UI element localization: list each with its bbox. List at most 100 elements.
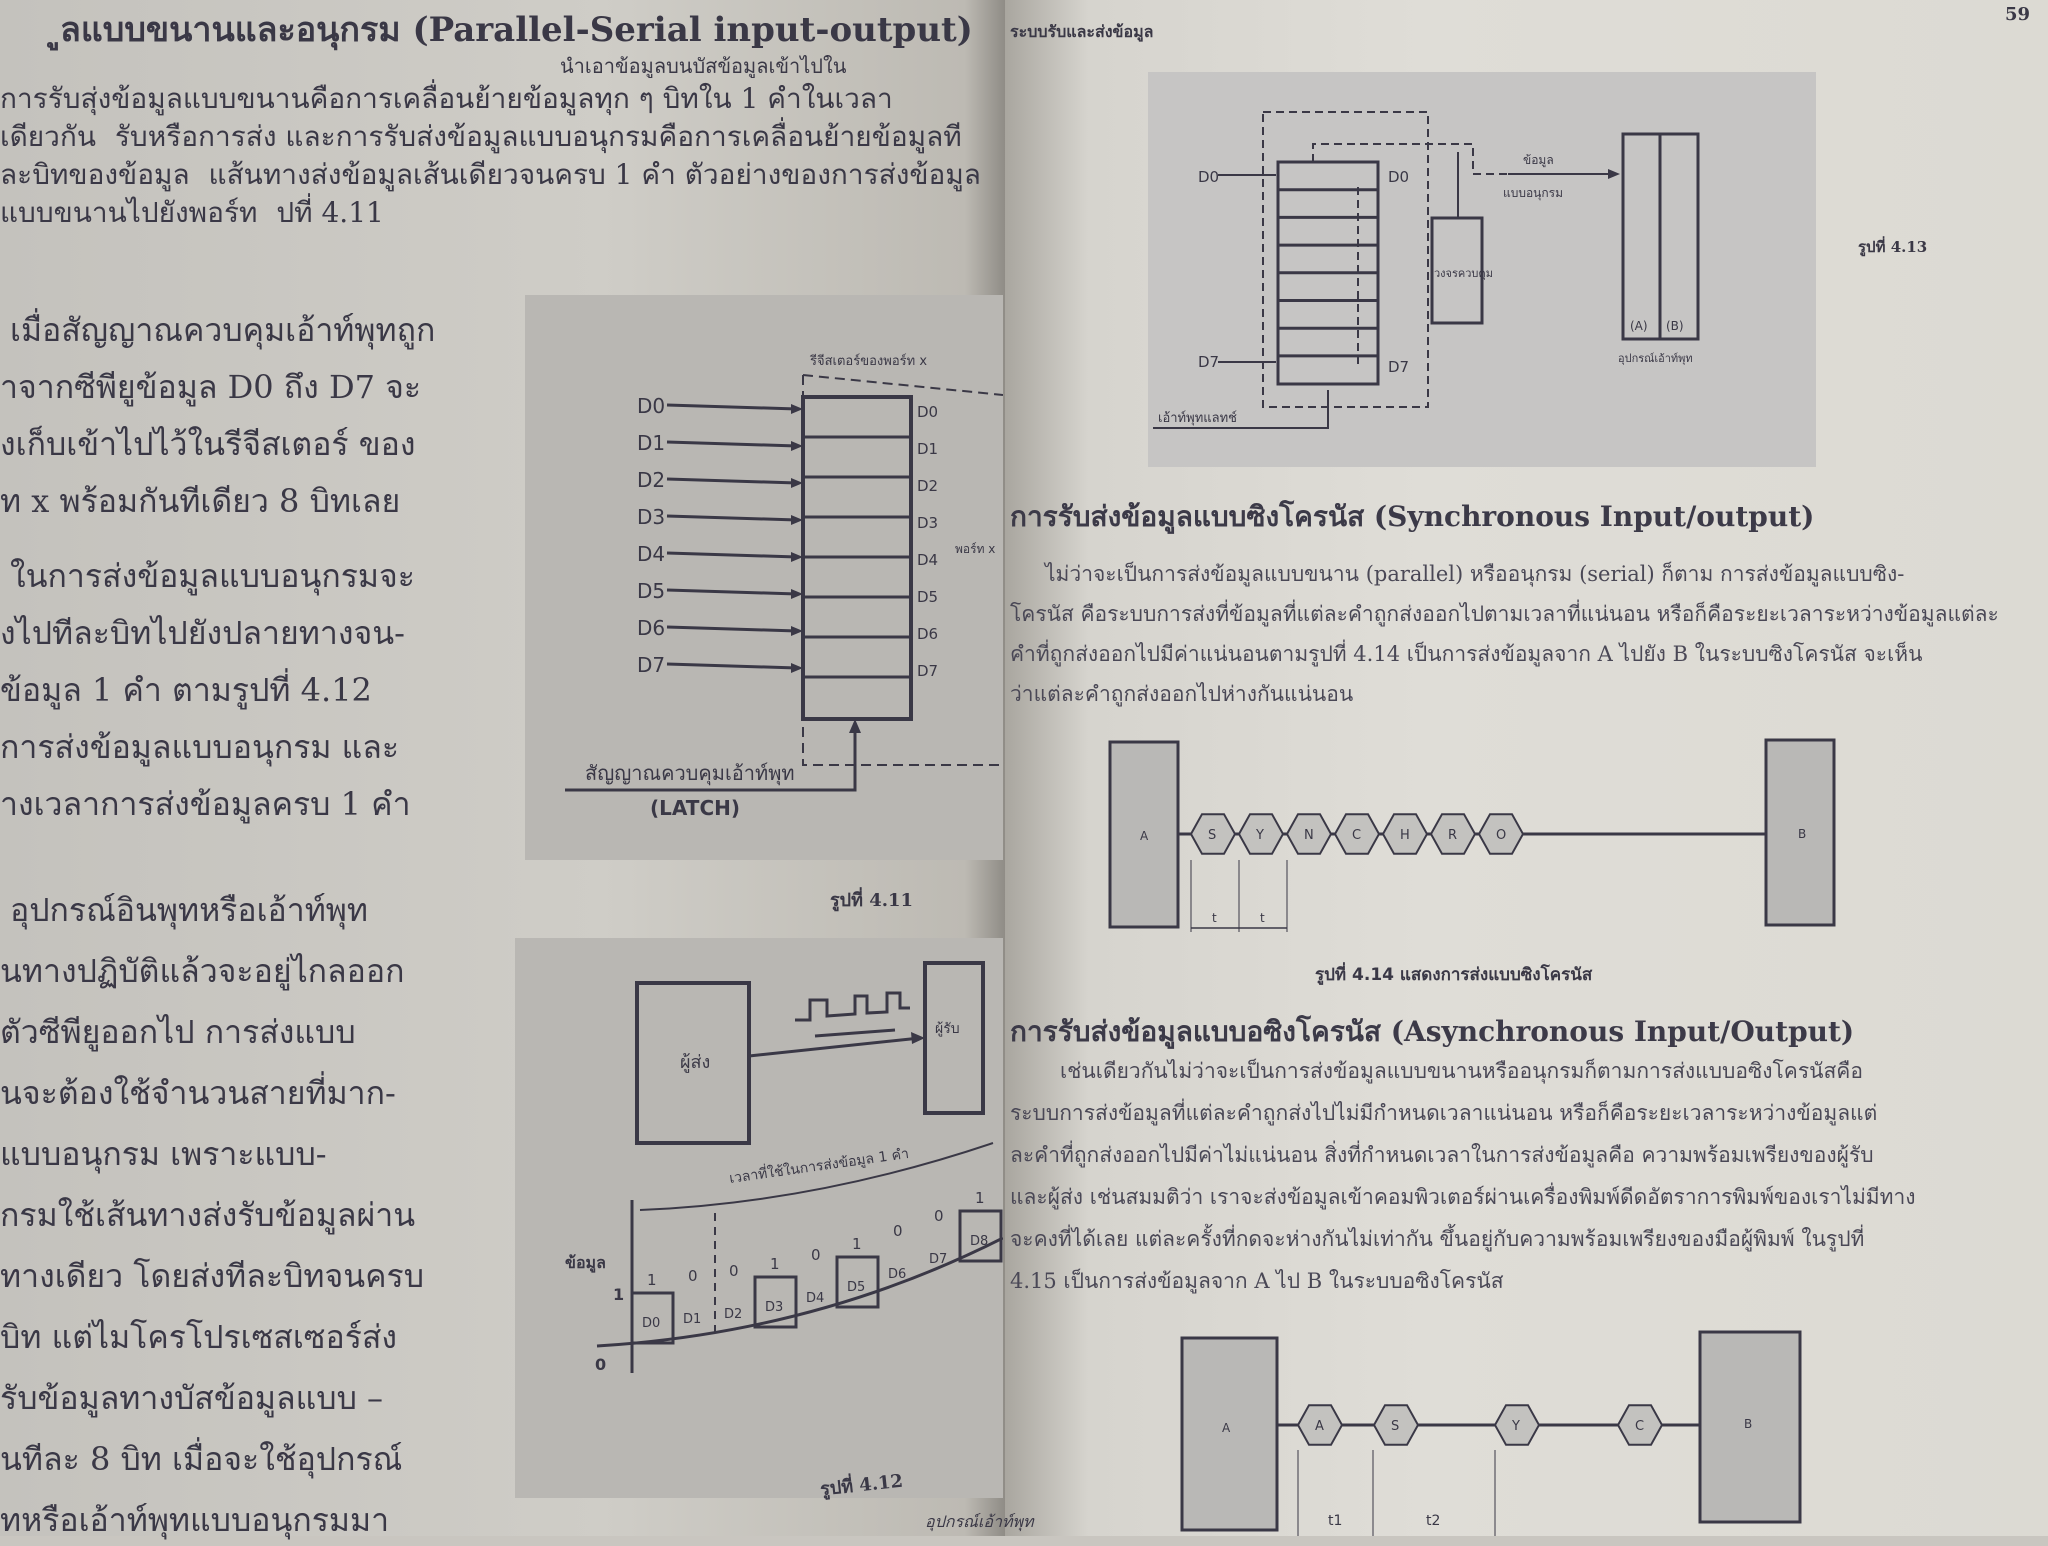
- input-label: D1: [637, 431, 665, 455]
- bit-name: D3: [765, 1300, 783, 1315]
- input-label: D6: [637, 616, 665, 640]
- arrow-icon: [791, 441, 803, 451]
- receiver-box: [923, 961, 985, 1115]
- input-arrow: [666, 625, 798, 633]
- output-label: D5: [917, 588, 938, 606]
- output-label: D2: [917, 477, 938, 495]
- column-line: าจากซีพียูข้อมูล D0 ถึง D7 จะ: [0, 368, 422, 406]
- paragraph-line: และผู้ส่ง เช่นสมมติว่า เราจะส่งข้อมูลเข้…: [1010, 1185, 1916, 1209]
- character-hexagon: [1296, 1404, 1344, 1446]
- y-one-label: 1: [613, 1285, 624, 1304]
- character-hexagon: [1616, 1404, 1664, 1446]
- figure-4-14-caption: รูปที่ 4.14 แสดงการส่งแบบซิงโครนัส: [1315, 962, 1593, 986]
- bit-value: 0: [811, 1246, 821, 1264]
- bit-name: D1: [683, 1312, 701, 1327]
- device-a: (A): [1630, 319, 1648, 333]
- bit-name: D5: [847, 1280, 865, 1295]
- column-line: รับข้อมูลทางบัสข้อมูลแบบ –: [0, 1379, 384, 1417]
- x-axis: [596, 1236, 1004, 1348]
- paragraph-line: รับหรือการส่ง และการรับส่งข้อมูลแบบอนุกร…: [0, 120, 962, 191]
- sender-box: [635, 981, 751, 1145]
- character-label: C: [1635, 1419, 1644, 1434]
- character-hexagon: [1237, 813, 1285, 855]
- character-label: N: [1304, 828, 1314, 843]
- arrow-icon: [791, 515, 803, 525]
- input-label: D2: [637, 468, 665, 492]
- y-zero-label: 0: [595, 1355, 606, 1374]
- input-arrow: [666, 662, 798, 670]
- character-hexagon: [1381, 813, 1429, 855]
- figure-4-13-diagram: วงจรควบคุม ข้อมูล แบบอนุกรม (A) (B) อุปก…: [1153, 111, 1700, 429]
- column-line: การส่งข้อมูลแบบอนุกรม และ: [0, 728, 400, 766]
- paragraph-line: ระบบการส่งข้อมูลที่แต่ละคำถูกส่งไปไม่มีก…: [1010, 1101, 1878, 1125]
- paragraph-line: จะคงที่ได้เลย แต่ละครั้งที่กดจะห่างกันไม…: [1010, 1227, 1865, 1251]
- pulse-waveform: [795, 991, 910, 1022]
- serial-label-top: ข้อมูล: [1523, 153, 1554, 168]
- figure-4-12-diagram: ผู้ส่ง ผู้รับ เวลาที่ใช้ในการส่งข้อมูล 1…: [565, 961, 1004, 1374]
- page-number: 59: [2005, 4, 2031, 25]
- y-axis-label: ข้อมูล: [565, 1253, 606, 1274]
- sender-label: ผู้ส่ง: [680, 1052, 710, 1073]
- bit-value: 0: [688, 1267, 698, 1285]
- character-hexagon: [1333, 813, 1381, 855]
- column-line: นทีละ 8 บิท เมื่อจะใช้อุปกรณ์: [0, 1440, 403, 1478]
- arrow-icon: [791, 404, 803, 414]
- bit-value: 0: [934, 1207, 944, 1225]
- column-line: ข้อมูล 1 คำ ตามรูปที่ 4.12: [0, 671, 372, 709]
- figure-4-12: ผู้ส่ง ผู้รับ เวลาที่ใช้ในการส่งข้อมูล 1…: [515, 938, 1004, 1498]
- box-a: [1180, 1336, 1279, 1532]
- latch-line: [565, 725, 857, 792]
- column-line: นจะต้องใช้จำนวนสายที่มาก-: [0, 1074, 396, 1112]
- output-label: D1: [917, 440, 938, 458]
- column-line: บิท แต่ไมโครโปรเซสเซอร์ส่ง: [0, 1318, 398, 1356]
- character-label: O: [1496, 828, 1506, 843]
- character-label: A: [1315, 1419, 1324, 1434]
- input-label: D7: [637, 653, 665, 677]
- bit-value: 1: [647, 1271, 657, 1289]
- figure-4-13: วงจรควบคุม ข้อมูล แบบอนุกรม (A) (B) อุปก…: [1148, 72, 1816, 467]
- bit-value: 0: [893, 1222, 903, 1240]
- time-label: เวลาที่ใช้ในการส่งข้อมูล 1 คำ: [728, 1144, 910, 1187]
- arrow-icon: [791, 663, 803, 673]
- character-label: C: [1352, 828, 1361, 843]
- character-label: Y: [1255, 828, 1264, 843]
- paragraph-line: คำที่ถูกส่งออกไปมีค่าแน่นอนตามรูปที่ 4.1…: [1010, 642, 1923, 666]
- bit-name: D0: [642, 1316, 660, 1331]
- port-boundary: [1262, 111, 1429, 408]
- character-label: H: [1400, 828, 1410, 843]
- character-hexagon: [1493, 1404, 1541, 1446]
- running-head: ระบบรับและส่งข้อมูล: [1010, 22, 1154, 41]
- input-arrow: [666, 551, 798, 559]
- paragraph-line: การรับสุ่งข้อมูลแบบขนานคือการเคลื่อนย้าย…: [0, 82, 893, 153]
- character-label: Y: [1511, 1419, 1520, 1434]
- interval-label: t: [1260, 911, 1265, 925]
- paragraph-line: เช่นเดียวกันไม่ว่าจะเป็นการส่งข้อมูลแบบข…: [1060, 1059, 1863, 1083]
- box-b-label: B: [1798, 827, 1806, 841]
- bit-name: D8: [970, 1234, 988, 1249]
- paragraph-body: การรับสุ่งข้อมูลแบบขนานคือการเคลื่อนย้าย…: [0, 80, 985, 232]
- latch-arrow-icon: [849, 719, 861, 733]
- character-label: S: [1208, 828, 1216, 843]
- bit-name: D7: [929, 1252, 947, 1267]
- column-line: ท x พร้อมกันทีเดียว 8 บิทเลย: [0, 482, 401, 520]
- device-label: อุปกรณ์เอ้าท์พุท: [1618, 352, 1693, 365]
- input-label: D3: [637, 505, 665, 529]
- bit-value: 1: [852, 1235, 862, 1253]
- arrow-icon: [791, 478, 803, 488]
- bit-name: D6: [888, 1267, 906, 1282]
- output-label: D7: [917, 662, 938, 680]
- input-arrow: [666, 403, 798, 411]
- column-line: างเวลาการส่งข้อมูลครบ 1 คำ: [0, 785, 411, 823]
- column-line: ตัวซีพียูออกไป การส่งแบบ: [0, 1013, 356, 1051]
- box-b: [1698, 1330, 1802, 1524]
- bit-value: 1: [975, 1189, 985, 1207]
- out-top: D0: [1388, 168, 1409, 186]
- receiver-label: ผู้รับ: [935, 1021, 960, 1037]
- input-arrow: [666, 440, 798, 448]
- bit-pulse: [753, 1275, 798, 1329]
- bit-value: 0: [729, 1262, 739, 1280]
- bit-pulse: [630, 1291, 675, 1345]
- signal-label: สัญญาณควบคุมเอ้าท์พุท: [585, 761, 795, 786]
